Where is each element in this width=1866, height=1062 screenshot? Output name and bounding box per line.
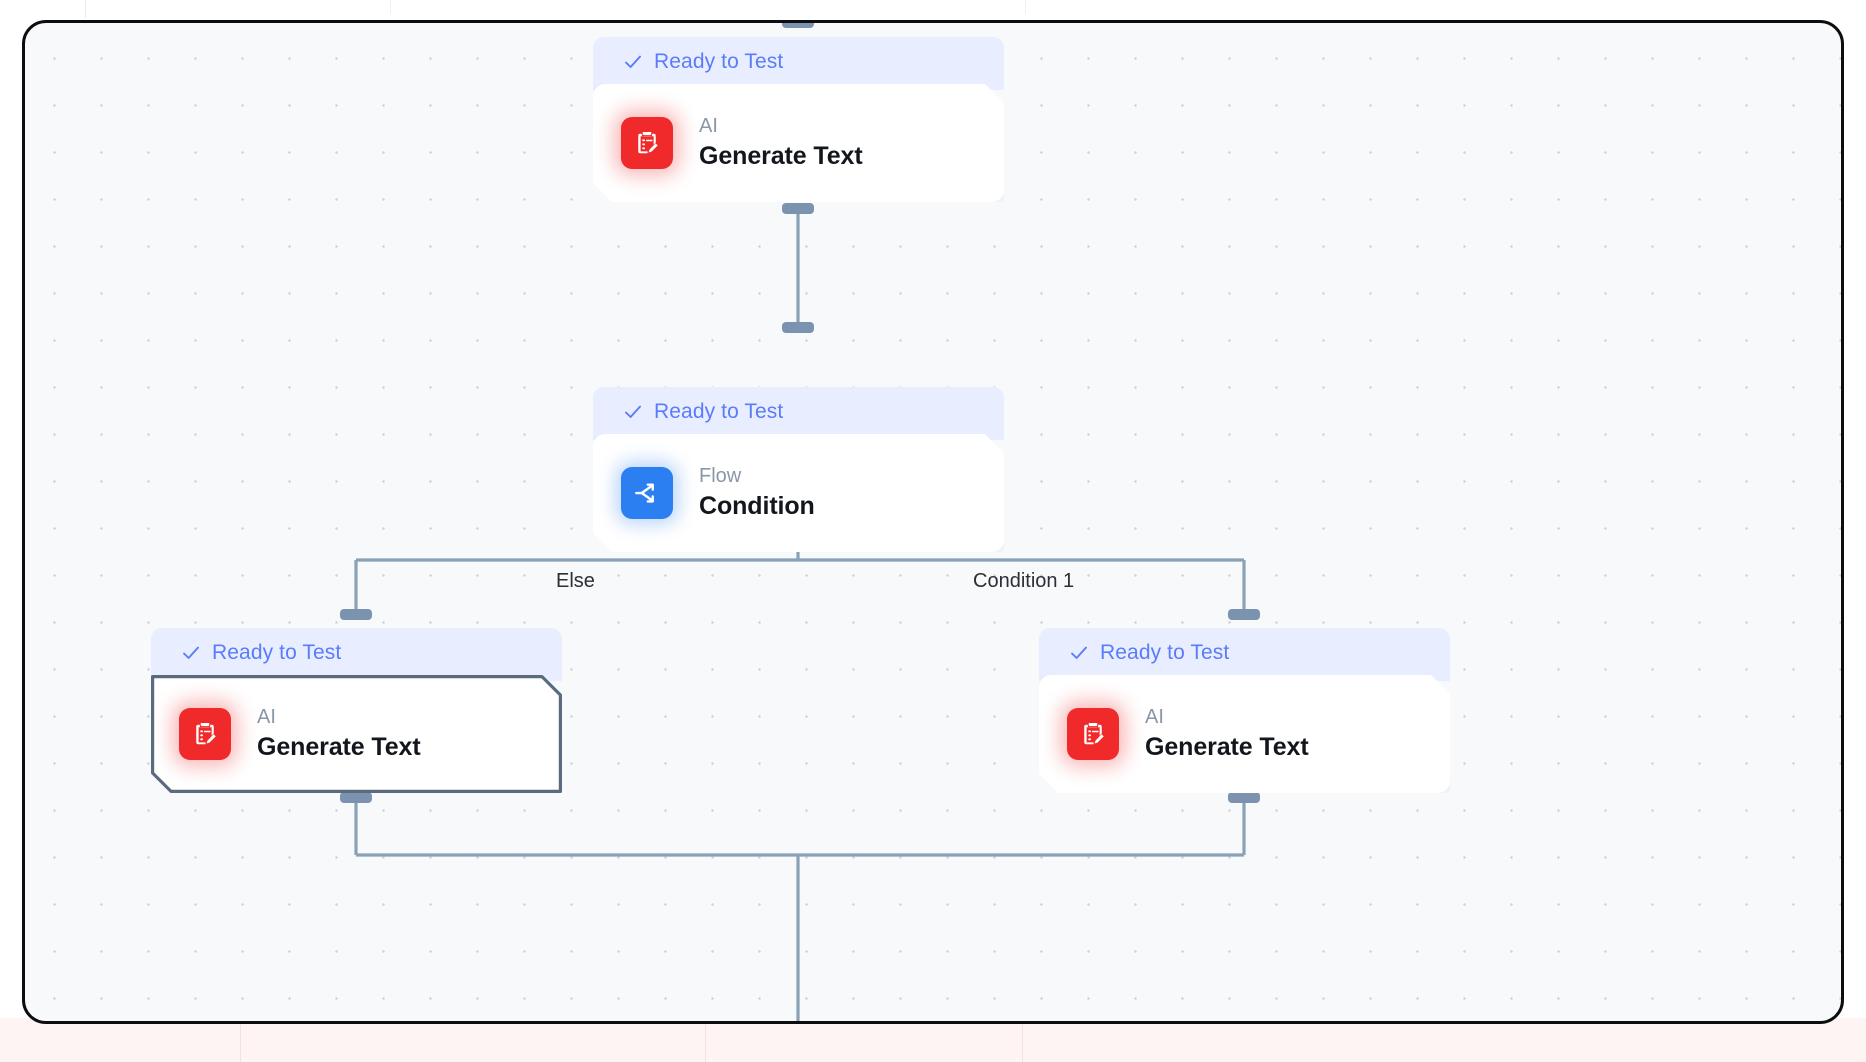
edge-label-else: Else [556, 570, 595, 592]
node-status-header: Ready to Test [593, 37, 1004, 90]
port-cond1-node-out[interactable] [1228, 792, 1260, 803]
workflow-canvas[interactable]: Else Condition 1 Ready to Test AI [22, 20, 1844, 1024]
node-condition[interactable]: Ready to Test Flow Condition [593, 387, 1004, 552]
port-cond1-node-in[interactable] [1228, 609, 1260, 620]
node-title-label: Condition [699, 492, 815, 520]
node-kind-label: AI [257, 706, 276, 728]
check-icon [183, 646, 199, 659]
port-else-node-out[interactable] [340, 792, 372, 803]
node-text: AI Generate Text [699, 115, 863, 171]
node-generate-text-top[interactable]: Ready to Test AI Generate Text [593, 37, 1004, 202]
node-status-label: Ready to Test [212, 641, 342, 664]
node-body[interactable]: AI Generate Text [593, 84, 1004, 202]
port-top-node-in[interactable] [782, 23, 814, 28]
node-status-label: Ready to Test [1100, 641, 1230, 664]
node-body[interactable]: AI Generate Text [151, 675, 562, 793]
port-condition-in[interactable] [782, 322, 814, 333]
node-status-header: Ready to Test [1039, 628, 1450, 681]
check-icon [625, 405, 641, 418]
node-generate-text-else[interactable]: Ready to Test AI Generate Text [151, 628, 562, 793]
port-else-node-in[interactable] [340, 609, 372, 620]
edge-label-condition-1: Condition 1 [973, 570, 1075, 592]
backdrop-divider-3 [1025, 0, 1026, 14]
check-icon [1071, 646, 1087, 659]
node-title-label: Generate Text [699, 142, 863, 170]
node-status-header: Ready to Test [151, 628, 562, 681]
backdrop-bottom-strip [0, 1018, 1866, 1062]
node-generate-text-condition1[interactable]: Ready to Test AI Generate Text [1039, 628, 1450, 793]
node-status-header: Ready to Test [593, 387, 1004, 440]
node-title-label: Generate Text [257, 733, 421, 761]
clipboard-pencil-icon [621, 117, 673, 169]
node-body[interactable]: Flow Condition [593, 434, 1004, 552]
node-text: AI Generate Text [1145, 706, 1309, 762]
node-text: Flow Condition [699, 465, 815, 521]
node-kind-label: AI [1145, 706, 1164, 728]
node-kind-label: AI [699, 115, 718, 137]
branch-split-icon [621, 467, 673, 519]
node-status-label: Ready to Test [654, 400, 784, 423]
clipboard-pencil-icon [1067, 708, 1119, 760]
node-status-label: Ready to Test [654, 50, 784, 73]
node-title-label: Generate Text [1145, 733, 1309, 761]
node-body[interactable]: AI Generate Text [1039, 675, 1450, 793]
backdrop-divider-2 [390, 0, 391, 14]
node-kind-label: Flow [699, 465, 742, 487]
port-top-node-out[interactable] [782, 203, 814, 214]
check-icon [625, 55, 641, 68]
clipboard-pencil-icon [179, 708, 231, 760]
backdrop-divider-1 [85, 0, 86, 18]
node-text: AI Generate Text [257, 706, 421, 762]
